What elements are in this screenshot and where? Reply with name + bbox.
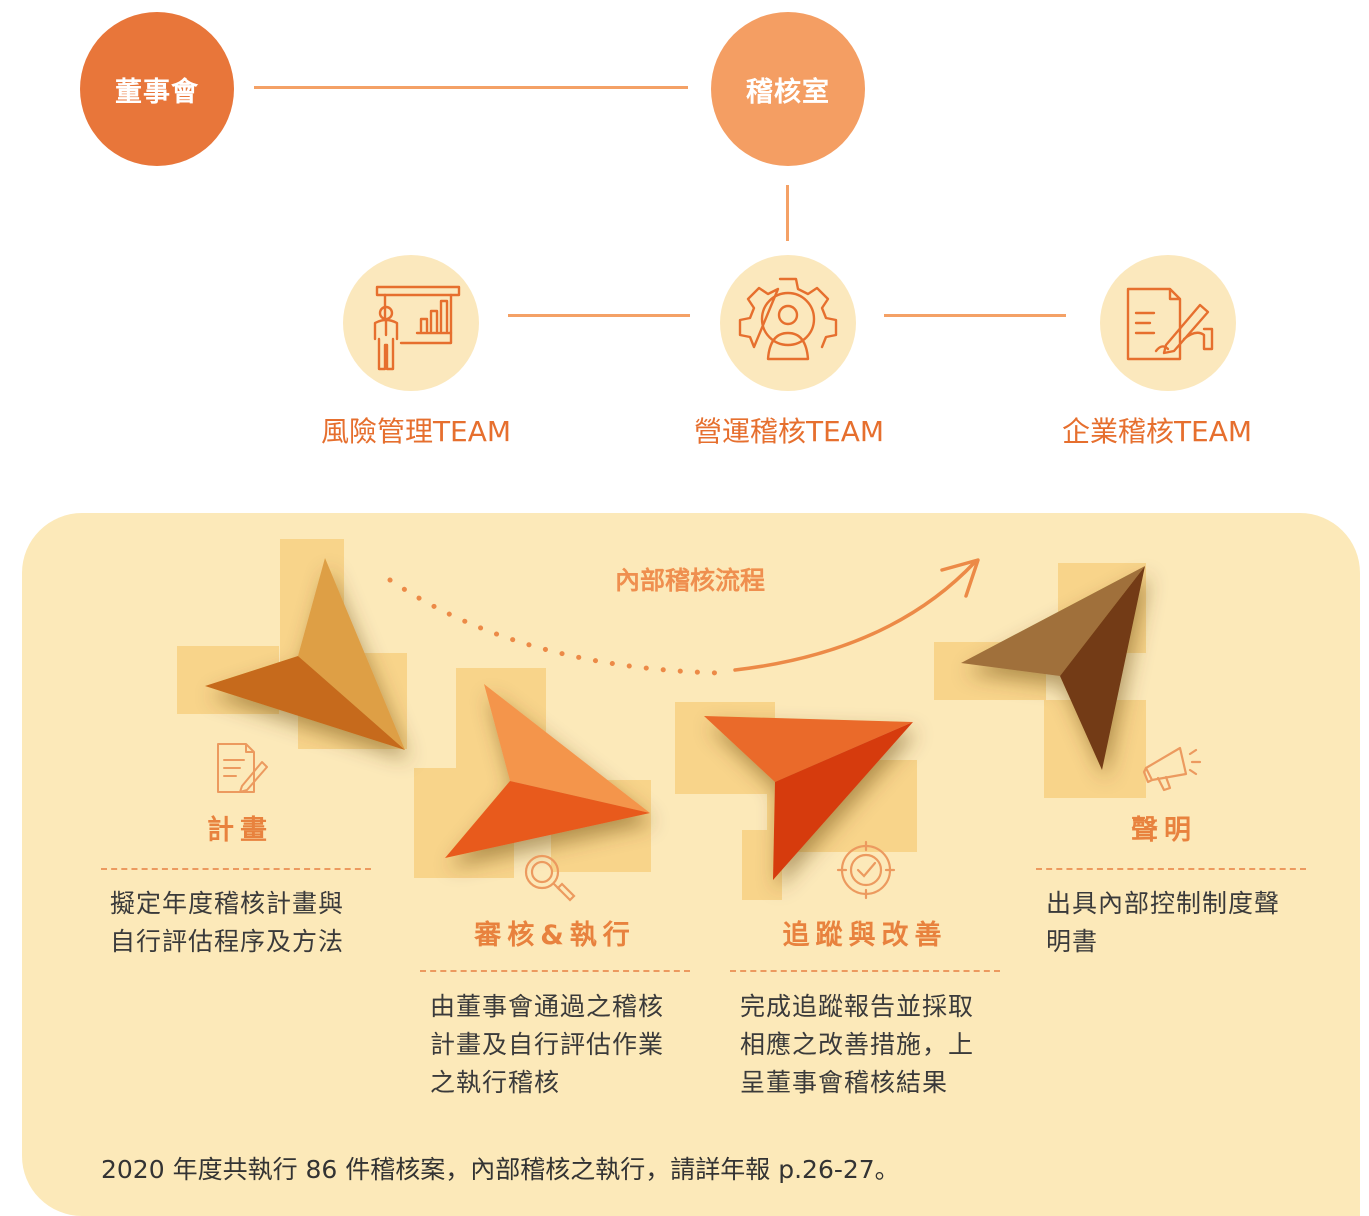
ops-corp-connector xyxy=(884,314,1066,317)
divider-review xyxy=(420,970,690,972)
megaphone-icon xyxy=(1142,746,1202,792)
step-title-declare: 聲明 xyxy=(1131,815,1197,846)
step-desc-declare: 出具內部控制制度聲 明書 xyxy=(1046,889,1281,956)
presentation-chart-icon xyxy=(373,285,461,371)
corp-team-node xyxy=(1100,255,1236,391)
board-node: 董事會 xyxy=(80,12,234,166)
audit-office-label: 稽核室 xyxy=(746,76,830,108)
audit-office-node: 稽核室 xyxy=(711,12,865,166)
risk-team-node xyxy=(343,255,479,391)
step-title-review: 審核&執行 xyxy=(474,920,636,951)
document-pen-icon xyxy=(217,743,268,793)
board-label: 董事會 xyxy=(115,76,199,108)
process-title: 內部稽核流程 xyxy=(614,566,765,595)
target-check-icon xyxy=(836,840,896,900)
divider-followup xyxy=(730,970,1000,972)
divider-declare xyxy=(1036,868,1306,870)
risk-ops-connector xyxy=(508,314,690,317)
step-desc-plan: 擬定年度稽核計畫與 自行評估程序及方法 xyxy=(110,889,345,956)
ops-team-node xyxy=(720,255,856,391)
step-desc-review: 由董事會通過之稽核 計畫及自行評估作業 之執行稽核 xyxy=(430,992,665,1097)
step-desc-followup: 完成追蹤報告並採取 相應之改善措施，上 呈董事會稽核結果 xyxy=(740,992,975,1097)
audit-down-connector xyxy=(786,185,789,241)
magnifier-icon xyxy=(524,854,576,902)
footer-note: 2020 年度共執行 86 件稽核案，內部稽核之執行，請詳年報 p.26-27。 xyxy=(101,1155,900,1184)
ops-team-label: 營運稽核TEAM xyxy=(693,415,885,448)
risk-team-label: 風險管理TEAM xyxy=(320,415,512,448)
corp-team-label: 企業稽核TEAM xyxy=(1061,415,1253,448)
gear-person-icon xyxy=(738,277,838,361)
divider-plan xyxy=(101,868,371,870)
step-title-followup: 追蹤與改善 xyxy=(782,920,948,951)
document-sign-icon xyxy=(1126,287,1214,361)
step-title-plan: 計畫 xyxy=(207,815,273,846)
board-audit-connector xyxy=(254,86,688,89)
